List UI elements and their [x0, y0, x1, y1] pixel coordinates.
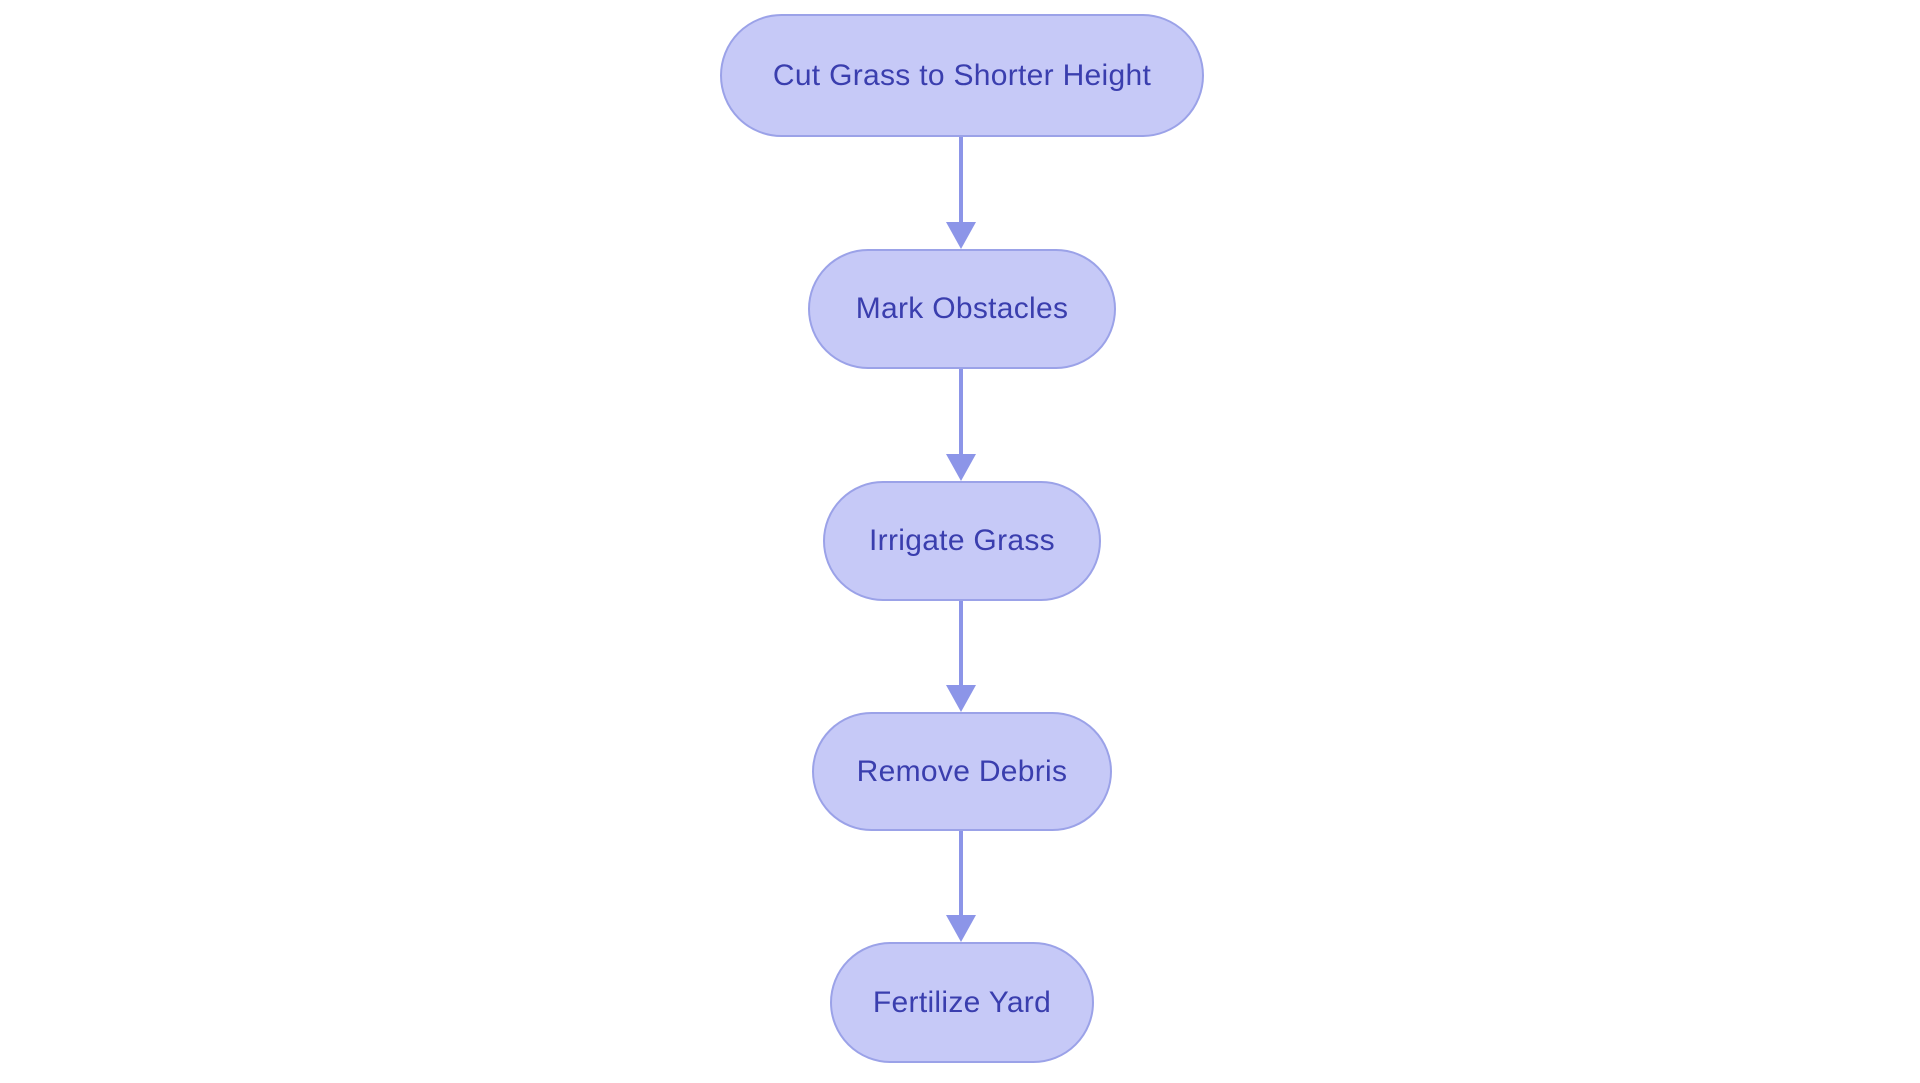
- flow-node-mark-obstacles: Mark Obstacles: [808, 249, 1116, 369]
- flow-node-label: Remove Debris: [856, 754, 1068, 788]
- flow-node-label: Fertilize Yard: [872, 985, 1052, 1019]
- flow-edge-1: [946, 137, 976, 249]
- arrow-line: [959, 137, 963, 229]
- flow-node-remove-debris: Remove Debris: [812, 712, 1112, 831]
- arrow-down-icon: [946, 222, 976, 249]
- flow-node-cut-grass: Cut Grass to Shorter Height: [720, 14, 1204, 137]
- flow-node-label: Mark Obstacles: [855, 292, 1069, 325]
- arrow-line: [959, 369, 963, 461]
- flow-edge-4: [946, 831, 976, 942]
- arrow-line: [959, 831, 963, 922]
- flow-edge-3: [946, 601, 976, 712]
- arrow-line: [959, 601, 963, 692]
- flow-node-irrigate-grass: Irrigate Grass: [823, 481, 1101, 601]
- flow-edge-2: [946, 369, 976, 481]
- arrow-down-icon: [946, 454, 976, 481]
- flow-node-label: Cut Grass to Shorter Height: [772, 58, 1152, 92]
- flow-node-fertilize-yard: Fertilize Yard: [830, 942, 1094, 1063]
- flow-node-label: Irrigate Grass: [869, 524, 1055, 557]
- arrow-down-icon: [946, 685, 976, 712]
- arrow-down-icon: [946, 915, 976, 942]
